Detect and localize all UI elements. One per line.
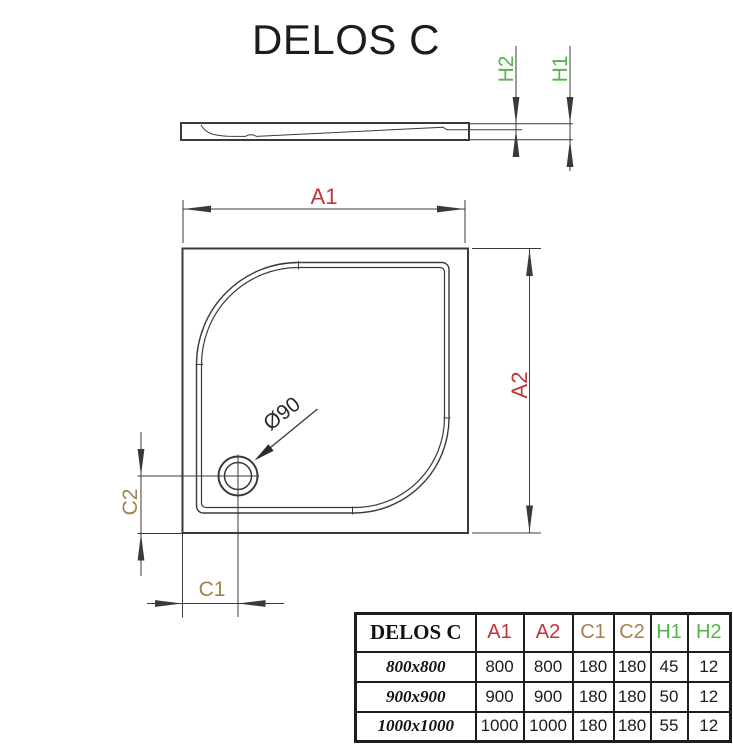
dim-label-drain-diameter: Ø90 (259, 393, 304, 436)
plan-view: Ø90 A1 A2 (119, 184, 541, 618)
rim-inner-line (200, 266, 446, 509)
table-header-a2: A2 (522, 612, 574, 653)
value-cell: 900 (474, 680, 525, 713)
value-cell: 800 (522, 650, 574, 683)
dim-label-c2: C2 (119, 489, 142, 516)
dim-label-h2: H2 (495, 56, 518, 83)
table-header-h2: H2 (686, 612, 732, 653)
side-view-basin-profile (200, 124, 468, 137)
table-header-a1: A1 (474, 612, 525, 653)
dim-label-h1: H1 (549, 56, 572, 83)
value-cell: 180 (571, 680, 615, 713)
value-cell: 50 (649, 680, 689, 713)
value-cell: 1000 (474, 710, 525, 743)
plan-outline (181, 247, 469, 534)
table-header-c2: C2 (612, 612, 652, 653)
dim-a1: A1 (182, 184, 466, 243)
dim-label-a2: A2 (507, 372, 532, 399)
table-header-row: DELOS C A1 A2 C1 C2 H1 H2 (354, 612, 732, 653)
value-cell: 800 (474, 650, 525, 683)
value-cell: 180 (571, 710, 615, 743)
drain-diameter-callout: Ø90 (254, 393, 318, 461)
value-cell: 900 (522, 680, 574, 713)
size-cell: 900x900 (354, 680, 477, 713)
dim-h2 (512, 46, 520, 157)
value-cell: 180 (612, 680, 652, 713)
rim-outer-line (195, 261, 450, 514)
value-cell: 180 (612, 650, 652, 683)
value-cell: 12 (686, 710, 732, 743)
size-cell: 800x800 (354, 650, 477, 683)
rim-tangent-ticks (195, 261, 451, 515)
dim-label-c1: C1 (199, 578, 226, 601)
side-view-outline (180, 122, 470, 141)
table-row: 900x900 900 900 180 180 50 12 (354, 680, 732, 713)
table-header-c1: C1 (571, 612, 615, 653)
size-cell: 1000x1000 (354, 710, 477, 743)
table-row: 1000x1000 1000 1000 180 180 55 12 (354, 710, 732, 743)
dim-c1: C1 (147, 533, 284, 618)
dim-label-a1: A1 (311, 184, 338, 209)
value-cell: 1000 (522, 710, 574, 743)
value-cell: 12 (686, 650, 732, 683)
value-cell: 180 (571, 650, 615, 683)
table-header-product: DELOS C (354, 612, 477, 653)
value-cell: 55 (649, 710, 689, 743)
table-header-h1: H1 (649, 612, 689, 653)
value-cell: 12 (686, 680, 732, 713)
value-cell: 180 (612, 710, 652, 743)
dim-a2: A2 (472, 248, 541, 534)
table-row: 800x800 800 800 180 180 45 12 (354, 650, 732, 683)
dim-h1 (566, 46, 574, 171)
side-view: H2 H1 (180, 46, 574, 171)
value-cell: 45 (649, 650, 689, 683)
dim-c2: C2 (119, 432, 182, 576)
spec-table: DELOS C A1 A2 C1 C2 H1 H2 800x800 800 80… (354, 612, 732, 743)
diagram-title: DELOS C (252, 16, 440, 63)
